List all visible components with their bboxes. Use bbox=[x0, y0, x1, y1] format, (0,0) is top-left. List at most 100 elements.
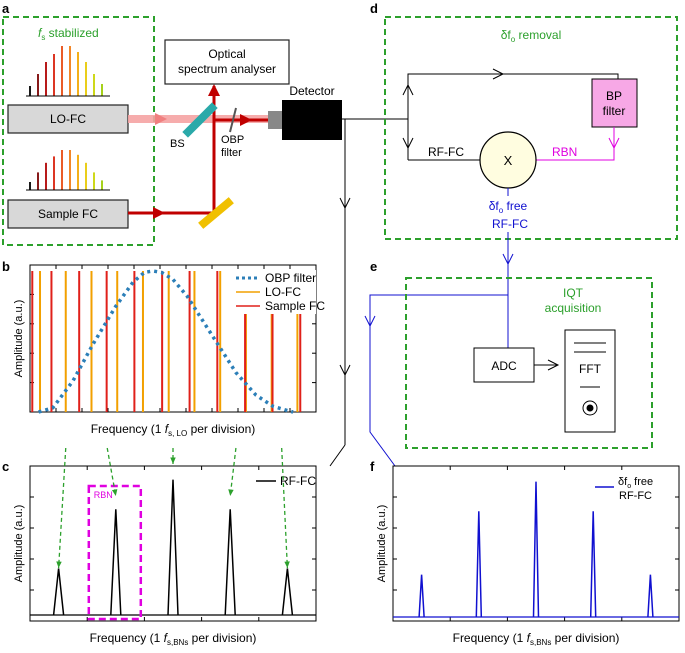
loop-arrow-down bbox=[402, 137, 414, 150]
computer-box bbox=[564, 329, 616, 433]
legend-entry: RF-FC bbox=[280, 474, 316, 488]
sample-beam-arrow bbox=[153, 207, 165, 219]
connector-arrow bbox=[170, 457, 176, 464]
power-button-dot bbox=[586, 404, 594, 412]
legend-entry: OBP filter bbox=[265, 271, 316, 285]
osa-label-1: Optical bbox=[208, 47, 245, 61]
rf-fc-peak bbox=[110, 509, 122, 616]
chart-b: Frequency (1 fs, LO per division) Amplitu… bbox=[13, 264, 325, 438]
stabilized-label: fs stabilized bbox=[38, 26, 99, 42]
connector-line bbox=[229, 447, 237, 497]
panel-label-c: c bbox=[2, 459, 9, 474]
osa-label-2: spectrum analyser bbox=[178, 62, 276, 76]
panel-label-b: b bbox=[2, 259, 10, 274]
sample-fc-box bbox=[7, 199, 129, 229]
legend-entry: LO-FC bbox=[265, 285, 301, 299]
detector-window bbox=[268, 111, 282, 129]
rbn-annotation: RBN bbox=[94, 490, 113, 500]
rf-fc-peak bbox=[167, 479, 179, 616]
lo-fc-label: LO-FC bbox=[50, 112, 86, 126]
lo-beam-arrow bbox=[155, 113, 167, 125]
mixer-label: X bbox=[504, 153, 513, 168]
free-rf-fc-peak bbox=[475, 511, 483, 618]
chart-f: Frequency (1 fs,BNs per division) Amplitu… bbox=[376, 465, 680, 647]
rf-fc-label: RF-FC bbox=[428, 145, 464, 159]
b-to-c-connectors bbox=[56, 447, 290, 569]
connector-arrow bbox=[111, 489, 118, 496]
bp-label-1: BP bbox=[606, 89, 622, 103]
detector-label: Detector bbox=[289, 84, 334, 98]
y-axis-label: Amplitude (a.u.) bbox=[13, 505, 25, 583]
chart-c: Frequency (1 fs,BNs per division) Amplitu… bbox=[13, 465, 317, 647]
removal-box bbox=[384, 16, 678, 240]
stabilized-box bbox=[2, 16, 155, 246]
fft-label: FFT bbox=[579, 362, 602, 376]
y-axis-label: Amplitude (a.u.) bbox=[376, 505, 388, 583]
free-rf-fc-peak bbox=[647, 574, 654, 618]
loop-arrow-up bbox=[402, 83, 414, 96]
panel-label-e: e bbox=[370, 259, 377, 274]
beam-splitter bbox=[182, 102, 218, 138]
rf-fc-peak bbox=[281, 568, 294, 616]
iqt-label-2: acquisition bbox=[545, 301, 602, 315]
free-label-2: RF-FC bbox=[492, 217, 528, 231]
obp-filter-element bbox=[229, 107, 237, 133]
plot-frame bbox=[29, 465, 317, 622]
osa-box bbox=[164, 39, 290, 85]
plot-frame bbox=[392, 465, 680, 622]
rbn-line bbox=[536, 127, 615, 161]
iqt-label-1: IQT bbox=[563, 286, 584, 300]
blue-to-f-line bbox=[369, 294, 508, 467]
detector-box bbox=[282, 100, 342, 140]
removal-title: δfo removal bbox=[501, 28, 561, 44]
free-label-1: δfo free bbox=[489, 199, 528, 215]
lo-fc-box bbox=[7, 104, 129, 134]
connector-arrow bbox=[284, 561, 290, 568]
x-axis-label: Frequency (1 fs,BNs per division) bbox=[90, 631, 257, 647]
x-axis-label: Frequency (1 fs,BNs per division) bbox=[453, 631, 620, 647]
panel-label-f: f bbox=[370, 459, 375, 474]
acquisition-box bbox=[405, 277, 653, 449]
connector-arrow bbox=[228, 489, 234, 496]
rf-fc-peak bbox=[224, 509, 236, 616]
free-rf-fc-peak bbox=[418, 574, 425, 618]
legend-entry-2: RF-FC bbox=[619, 490, 652, 502]
rf-fc-peak bbox=[52, 568, 65, 616]
rbn-highlight-box bbox=[87, 484, 143, 621]
y-axis-label: Amplitude (a.u.) bbox=[13, 300, 25, 378]
to-c-line bbox=[329, 444, 346, 467]
rbn-arrow bbox=[608, 137, 620, 150]
connector-line bbox=[57, 447, 67, 569]
plot-frame bbox=[29, 264, 317, 413]
arrow-down-2 bbox=[339, 364, 351, 377]
legend-entry: Sample FC bbox=[265, 299, 325, 313]
adc-arrow bbox=[547, 359, 560, 371]
connector-line bbox=[106, 447, 117, 497]
blue-arrow-down bbox=[502, 253, 514, 266]
connector-line bbox=[281, 447, 289, 569]
legend-entry: δfo free bbox=[618, 476, 653, 490]
adc-box bbox=[473, 347, 535, 383]
lo-comb-spectrum bbox=[26, 46, 110, 97]
panel-label-a: a bbox=[2, 1, 10, 16]
rbn-label: RBN bbox=[552, 145, 577, 159]
mirror bbox=[198, 197, 234, 229]
obp-label-1: OBP bbox=[221, 134, 244, 146]
bp-filter-box bbox=[591, 78, 638, 128]
sample-comb-spectrum bbox=[26, 150, 110, 191]
bp-label-2: filter bbox=[603, 104, 626, 118]
sample-fc-label: Sample FC bbox=[38, 207, 98, 221]
x-axis-label: Frequency (1 fs, LO per division) bbox=[91, 422, 256, 438]
loop-arrow-right bbox=[492, 68, 505, 80]
adc-label: ADC bbox=[491, 359, 517, 373]
blue-arrow-left-down bbox=[364, 315, 376, 328]
bs-label: BS bbox=[170, 138, 185, 150]
connector-arrow bbox=[56, 561, 62, 568]
obp-filter-curve bbox=[38, 269, 294, 414]
arrow-down-1 bbox=[339, 197, 351, 210]
panel-label-d: d bbox=[370, 1, 378, 16]
combined-beam-arrow bbox=[240, 114, 252, 126]
free-rf-fc-peak bbox=[589, 511, 597, 618]
osa-beam-arrow bbox=[208, 84, 220, 96]
